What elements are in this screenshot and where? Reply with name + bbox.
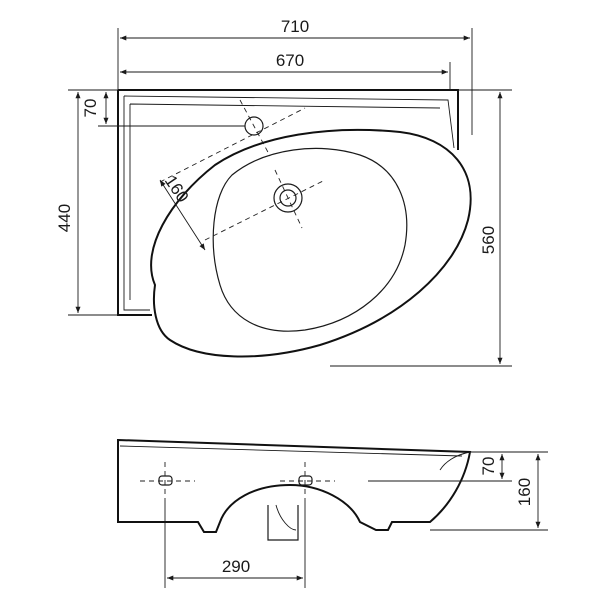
dimension-width-basin: 670	[120, 51, 451, 90]
centerline-drain-vertical	[274, 169, 303, 229]
top-view-inner-edge-1	[123, 95, 455, 311]
top-view-inner-bowl	[212, 147, 408, 332]
dimension-bottom-spacing: 290	[164, 500, 306, 588]
drain-inner-icon	[279, 189, 297, 207]
side-view	[117, 438, 472, 541]
dimension-width-total: 710	[117, 17, 473, 135]
side-view-rim-curve	[439, 451, 471, 471]
dimension-hole-offset: 70	[81, 89, 245, 127]
dim-label-710: 710	[281, 17, 309, 36]
dim-label-560: 560	[479, 226, 498, 254]
dimension-depth-left: 440	[55, 89, 118, 316]
dim-label-290: 290	[222, 557, 250, 576]
dim-label-160-side: 160	[515, 478, 534, 506]
dim-label-70-top: 70	[81, 99, 100, 118]
dim-label-440: 440	[55, 204, 74, 232]
dim-label-670: 670	[276, 51, 304, 70]
dim-label-70-side: 70	[479, 457, 498, 476]
side-view-top-edge	[119, 445, 463, 457]
centerline-tap-vertical	[239, 99, 271, 157]
centerline-drain	[204, 179, 326, 241]
drain-outer-icon	[273, 183, 303, 213]
dimension-side-offset: 70	[368, 451, 512, 482]
mounting-hole-left-icon	[158, 475, 173, 486]
top-view-inner-edge-2	[129, 103, 441, 300]
side-view-drain-inner	[275, 504, 297, 531]
centerline-tap-hole	[159, 107, 306, 183]
top-view-basin-outline	[150, 128, 472, 358]
dimension-side-height: 160	[430, 451, 548, 531]
side-view-outline	[117, 438, 472, 533]
side-view-drain	[267, 505, 299, 541]
mounting-hole-right-icon	[298, 475, 313, 486]
dimension-depth-total: 560	[330, 89, 512, 367]
top-view	[117, 89, 472, 358]
